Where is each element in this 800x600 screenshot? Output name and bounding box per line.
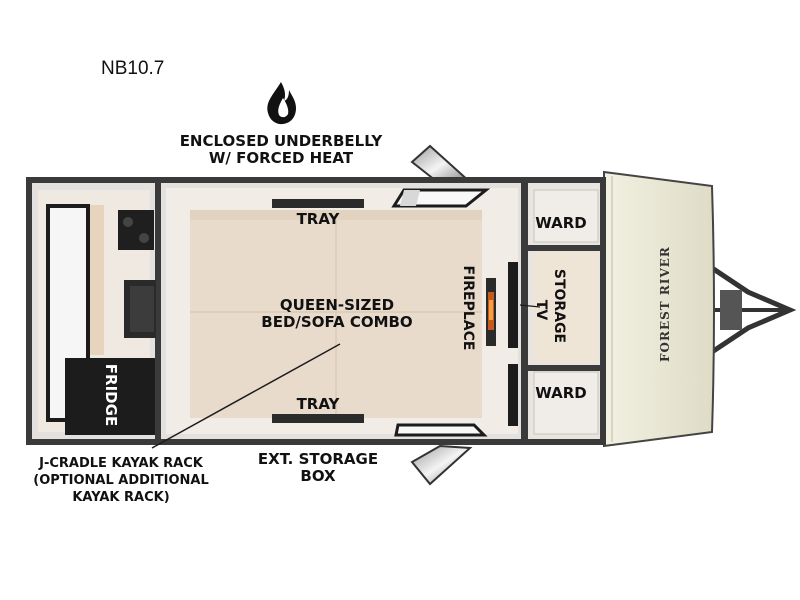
underbelly-line-2: W/ FORCED HEAT xyxy=(208,149,354,168)
tray-top-label: TRAY xyxy=(296,210,340,228)
kayak-line-2: (OPTIONAL ADDITIONAL xyxy=(33,472,209,488)
tv-panel xyxy=(508,262,518,348)
hitch xyxy=(709,263,797,357)
bed-line-1: QUEEN-SIZED xyxy=(279,296,395,314)
kayak-line-1: J-CRADLE KAYAK RACK xyxy=(39,456,203,471)
tray-top xyxy=(272,199,364,208)
ext-storage-line-1: EXT. STORAGE xyxy=(257,450,379,468)
brand-logo-text: FOREST RIVER xyxy=(658,246,672,362)
model-name: NB10.7 xyxy=(101,58,165,79)
tray-bottom-label: TRAY xyxy=(296,395,340,413)
ward-bottom-label: WARD xyxy=(535,384,587,402)
tray-bottom xyxy=(272,414,364,423)
bed-label: QUEEN-SIZED BED/SOFA COMBO xyxy=(242,296,432,332)
bed-line-2: BED/SOFA COMBO xyxy=(261,313,413,332)
cooktop xyxy=(118,210,154,250)
flame-icon xyxy=(267,82,296,125)
underbelly-line-1: ENCLOSED UNDERBELLY xyxy=(179,132,383,150)
fireplace-label: FIREPLACE xyxy=(460,265,476,351)
front-nose xyxy=(603,170,715,448)
door-bottom xyxy=(410,444,473,486)
ext-storage-line-2: BOX xyxy=(300,467,336,486)
kayak-leader-line xyxy=(151,343,341,449)
underbelly-label: ENCLOSED UNDERBELLY W/ FORCED HEAT xyxy=(168,132,394,168)
fridge-label: FRIDGE xyxy=(102,363,120,427)
ext-storage-label: EXT. STORAGE BOX xyxy=(250,450,386,486)
tv-label: TV xyxy=(533,299,549,321)
kayak-label: J-CRADLE KAYAK RACK (OPTIONAL ADDITIONAL… xyxy=(16,456,226,507)
fridge-cabinet xyxy=(65,358,155,435)
kayak-line-3: KAYAK RACK) xyxy=(72,489,170,505)
ward-top-label: WARD xyxy=(535,214,587,232)
storage-label: STORAGE xyxy=(551,268,567,344)
